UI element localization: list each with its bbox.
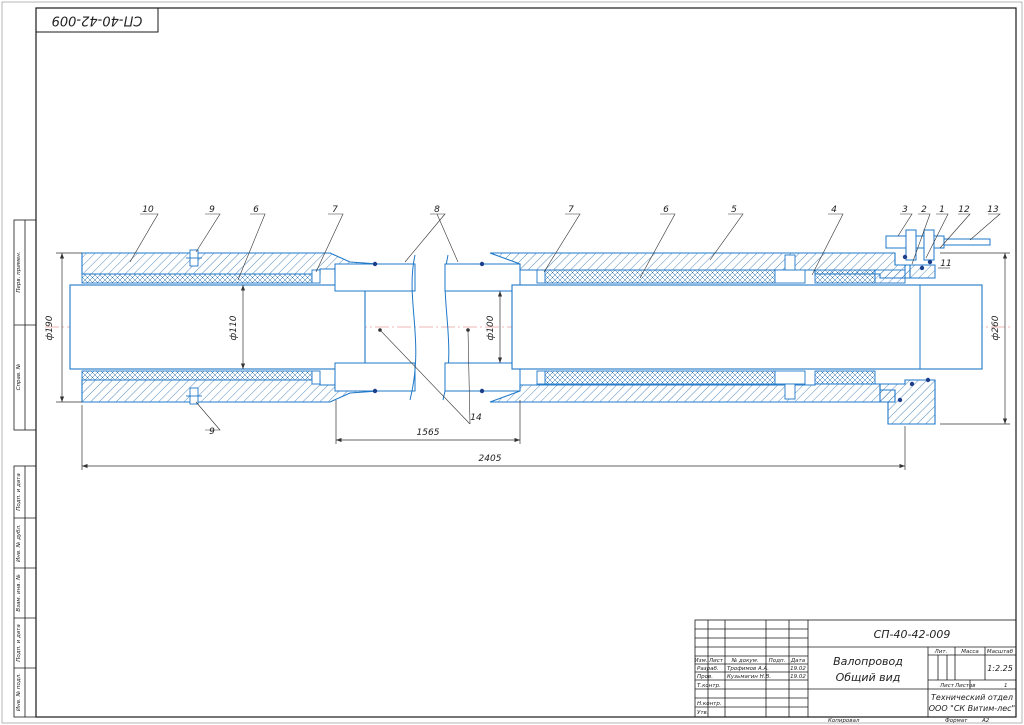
right-sleeve — [444, 263, 521, 292]
callout-8: 8 — [434, 205, 440, 215]
copied-label: Копировал — [828, 718, 860, 724]
sheet-label: Лист — [939, 683, 955, 689]
callout-5: 5 — [731, 205, 737, 215]
title-block: СП-40-42-009 Валопровод Общий вид Изм. Л… — [695, 619, 1017, 724]
row-role-3: Т.контр. — [697, 683, 721, 689]
callout-2: 2 — [921, 205, 927, 215]
col-header-izm: Изм. — [695, 658, 708, 664]
dimension-lines — [56, 252, 1010, 470]
scale-label: Масштаб — [987, 649, 1014, 655]
callout-7-right: 7 — [568, 205, 574, 215]
callout-11: 11 — [940, 259, 951, 269]
gland-flange-bottom — [879, 379, 936, 425]
rotated-designation: СП-40-42-009 — [52, 13, 143, 28]
callout-12: 12 — [958, 205, 970, 215]
left-housing-top — [81, 252, 379, 276]
scale-value: 1:2.25 — [987, 664, 1013, 673]
col-header-doc: № докум. — [730, 658, 758, 664]
left-liner-top — [81, 273, 313, 284]
callout-1: 1 — [939, 205, 945, 215]
lit-label: Лит. — [934, 649, 948, 655]
row-date-2: 19.02 — [790, 674, 806, 680]
row-date-1: 19.02 — [790, 666, 806, 672]
callout-6-right: 6 — [663, 205, 669, 215]
dim-d190: ф190 — [45, 315, 55, 340]
leader-lines — [129, 213, 1001, 431]
side-label-7: Инв. № подл. — [16, 673, 22, 711]
row-name-1: Трофимов А.А. — [727, 666, 769, 672]
row-name-2: Кузьмагин Н.В. — [727, 674, 771, 680]
side-stamp-labels: Перв. примен. Справ. № Подп. и дата Инв.… — [16, 251, 22, 711]
callout-10: 10 — [142, 205, 154, 215]
shaft-assembly-drawing: ф190 ф110 ф100 ф260 1565 2405 — [45, 205, 1010, 470]
left-liner-bottom — [81, 370, 313, 381]
left-shaft — [69, 284, 366, 370]
dim-2405: 2405 — [479, 454, 502, 464]
callout-6-left: 6 — [253, 205, 259, 215]
side-label-1: Перв. примен. — [16, 251, 22, 293]
row-role-1: Разраб. — [697, 666, 719, 672]
right-shaft — [511, 284, 983, 370]
mass-label: Масса — [961, 649, 979, 655]
dim-d110: ф110 — [229, 315, 239, 340]
col-header-list: Лист — [708, 658, 724, 664]
callout-9-top: 9 — [209, 205, 215, 215]
packing-bottom — [814, 370, 876, 385]
side-label-4: Инв. № дубл. — [16, 524, 22, 562]
left-sleeve — [334, 263, 416, 292]
break-line-left — [409, 254, 417, 401]
callout-9-bottom: 9 — [209, 427, 215, 437]
callout-7-left: 7 — [332, 205, 338, 215]
callout-labels: 10 9 6 7 8 7 6 5 4 3 2 1 12 13 11 9 14 — [142, 205, 999, 437]
sheets-label: Листов — [954, 683, 976, 689]
right-liner-top — [544, 269, 776, 284]
dim-d260: ф260 — [991, 315, 1001, 340]
left-housing-bottom — [81, 379, 379, 403]
format-label: Формат — [945, 718, 968, 724]
side-label-6: Подп. и дата — [16, 624, 22, 662]
side-label-3: Подп. и дата — [16, 473, 22, 511]
rotated-designation-box: СП-40-42-009 — [35, 7, 159, 33]
organization-line-1: Технический отдел — [931, 693, 1013, 702]
gland-flange-top — [904, 264, 936, 279]
title-line-2: Общий вид — [836, 671, 901, 684]
callout-3: 3 — [902, 205, 908, 215]
designation: СП-40-42-009 — [874, 628, 951, 641]
callout-13: 13 — [987, 205, 999, 215]
dim-d100: ф100 — [486, 315, 496, 340]
right-housing-bottom — [489, 383, 896, 403]
col-header-date: Дата — [790, 658, 806, 664]
callout-4: 4 — [831, 205, 837, 215]
row-role-5: Утв. — [697, 710, 709, 716]
title-line-1: Валопровод — [833, 655, 903, 668]
row-role-2: Пров. — [697, 674, 713, 680]
sheet-number: 1 — [1004, 683, 1008, 689]
organization-line-2: ООО "СК Витим-лес" — [929, 704, 1016, 713]
side-stamp — [13, 219, 37, 718]
right-liner-bottom — [544, 370, 776, 385]
dim-1565: 1565 — [417, 428, 440, 438]
col-header-sign: Подп. — [769, 658, 786, 664]
callout-14: 14 — [470, 413, 482, 423]
row-role-4: Н.контр. — [697, 701, 722, 707]
format-value: А2 — [981, 718, 990, 724]
side-label-2: Справ. № — [16, 363, 22, 390]
side-label-5: Взам. инв. № — [16, 574, 22, 612]
packing-top — [814, 269, 876, 284]
